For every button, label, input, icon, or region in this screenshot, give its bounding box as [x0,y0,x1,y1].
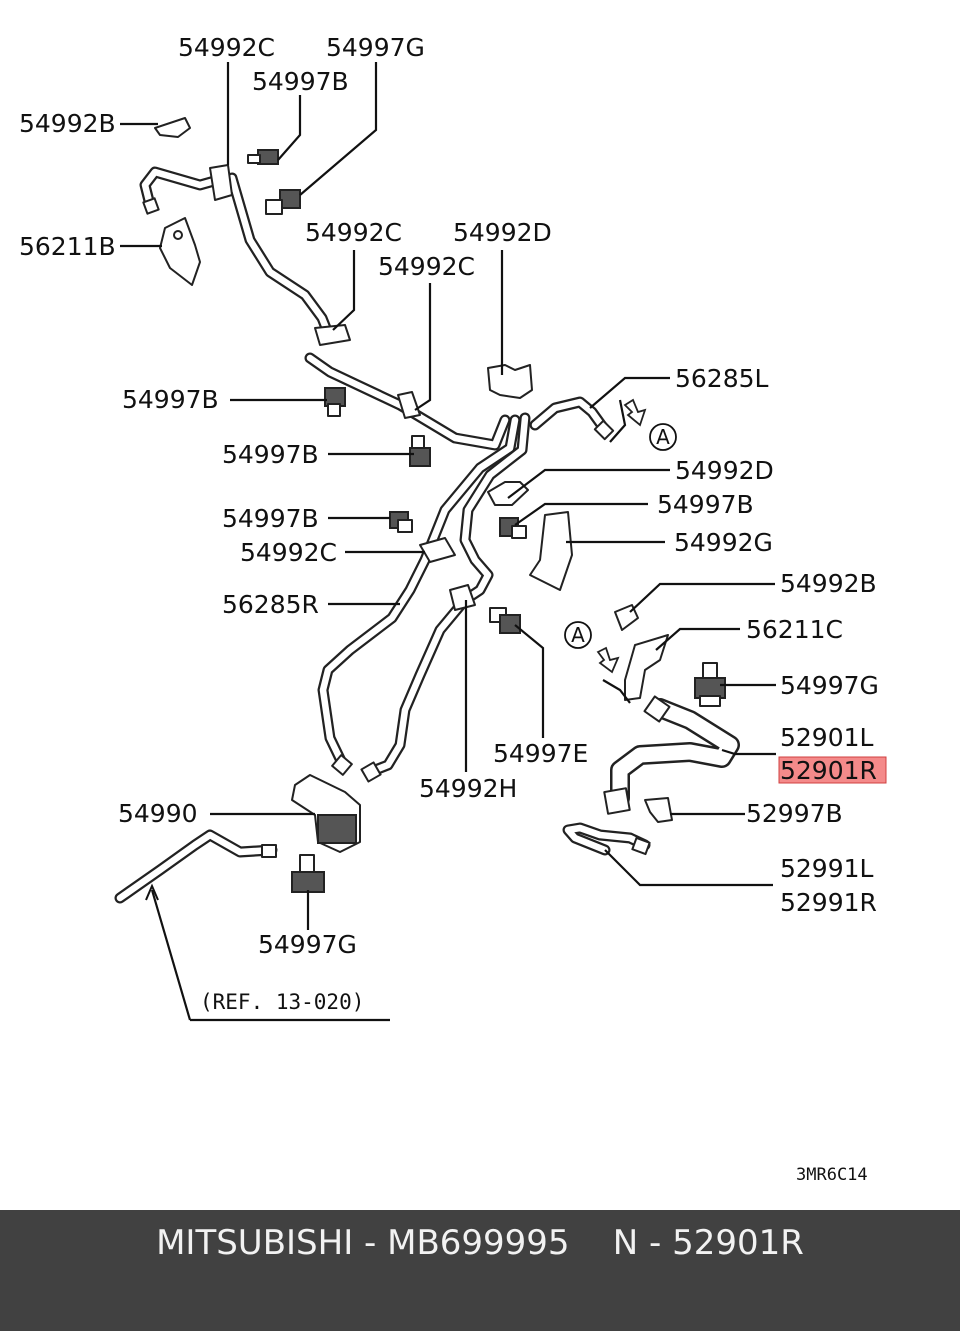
label-54997B-3: 54997B [222,504,319,533]
label-52901R: 52901R [780,756,877,785]
view-a-markers: A A [564,423,677,649]
label-54990: 54990 [118,799,198,828]
bolt-54997E-icon [489,607,521,634]
label-54992B-left: 54992B [19,109,116,138]
label-54997B-1: 54997B [122,385,219,414]
label-54997G-top: 54997G [326,33,425,62]
label-52991L: 52991L [780,854,874,883]
label-52901L: 52901L [780,723,874,752]
label-54997B-top: 54997B [252,67,349,96]
label-54997E: 54997E [493,739,588,768]
label-54992C-2: 54992C [305,218,402,247]
label-54992C-4: 54992C [240,538,337,567]
label-54992H: 54992H [419,774,517,803]
label-54997B-2: 54997B [222,440,319,469]
bolt-54997B-top-icon [247,149,279,165]
label-54992B-right: 54992B [780,569,877,598]
view-a-circle-2 [564,621,592,649]
view-a-label-1: A [656,425,670,449]
label-54992D-right: 54992D [675,456,774,485]
label-54992G: 54992G [674,528,773,557]
label-54992C-top: 54992C [178,33,275,62]
label-56285L: 56285L [675,364,769,393]
part-labels: 54992C 54997G 54997B 54992B 56211B 54992… [19,33,879,1185]
view-a-arrows [596,398,647,704]
view-a-circle-1 [649,423,677,451]
parts-diagram: A A 54992C 54997G 54997B 54992B 56211B 5… [19,33,887,1185]
clips-and-brackets [142,117,726,893]
label-54997G-bottom: 54997G [258,930,357,959]
label-56211C: 56211C [746,615,843,644]
label-54992D-top: 54992D [453,218,552,247]
view-a-label-2: A [571,623,585,647]
footer-part-text: MITSUBISHI - MB699995 N - 52901R [156,1223,804,1263]
reference-note: (REF. 13-020) [200,990,364,1014]
footer-bar: MITSUBISHI - MB699995 N - 52901R [0,1210,960,1331]
bolt-54997G-right-icon [694,662,726,707]
bolt-54997B-3-icon [389,511,413,533]
highlight-box [778,756,887,784]
bolt-54997B-2-icon [409,435,431,467]
bolt-54997B-1-icon [324,387,346,417]
leader-lines [120,62,776,1022]
label-56285R: 56285R [222,590,319,619]
label-54992C-3: 54992C [378,252,475,281]
bolt-54997G-top-icon [265,189,301,215]
brake-pipes [114,166,740,904]
label-56211B: 56211B [19,232,116,261]
bolt-54997G-bottom-icon [291,854,325,893]
label-52997B: 52997B [746,799,843,828]
label-54997G-right: 54997G [780,671,879,700]
label-54997B-right: 54997B [657,490,754,519]
label-52991R: 52991R [780,888,877,917]
diagram-code: 3MR6C14 [796,1165,868,1185]
bolt-54997B-4-icon [499,517,527,539]
